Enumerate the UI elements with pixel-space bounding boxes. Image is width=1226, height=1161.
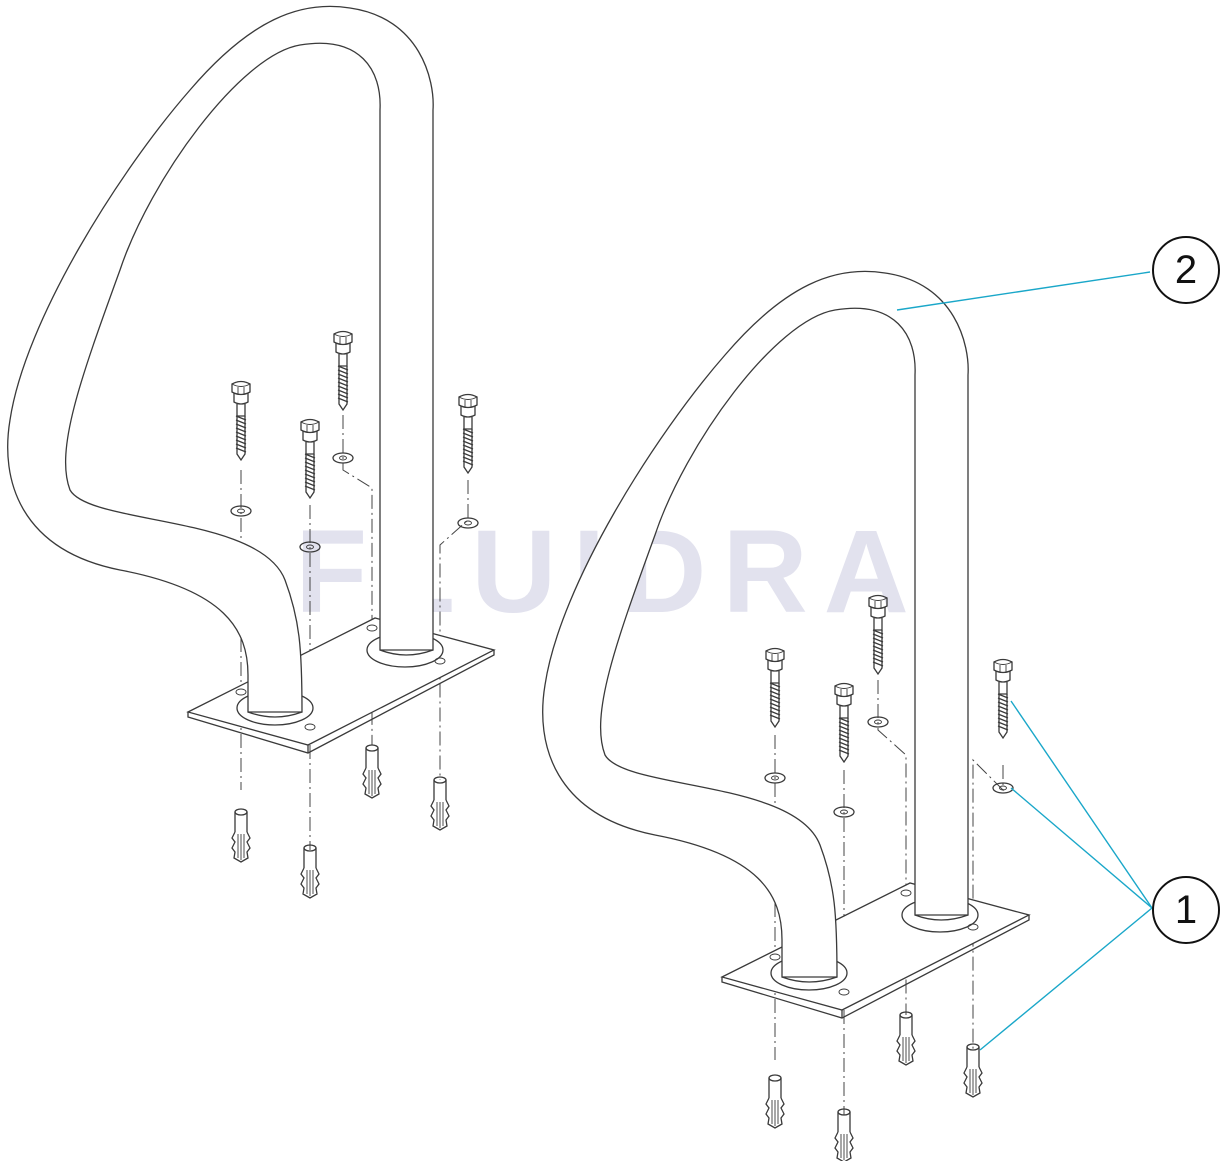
plug-right-4 (963, 1043, 983, 1098)
callout-1-label: 1 (1175, 888, 1197, 932)
plug-right-3 (896, 1011, 916, 1066)
base-plate-left (186, 617, 496, 754)
screw-right-4 (993, 658, 1013, 739)
screw-right-1 (765, 647, 785, 728)
callout-2-leader (896, 271, 1151, 311)
callout-1[interactable]: 1 (979, 700, 1220, 1051)
callout-1-leader-screw (1010, 700, 1153, 909)
screw-left-3 (333, 330, 353, 411)
screw-left-1 (231, 380, 251, 461)
callout-2-label: 2 (1175, 248, 1197, 292)
handrail-tube-left (7, 5, 444, 726)
callout-1-balloon (1152, 876, 1220, 944)
plug-left-1 (231, 808, 251, 863)
base-plate-right (720, 882, 1031, 1019)
callout-1-leader-washer (1010, 787, 1153, 909)
plug-right-1 (765, 1074, 785, 1129)
screw-left-4 (458, 393, 478, 474)
callout-2[interactable]: 2 (896, 236, 1220, 311)
handrail-assembly-left (7, 5, 496, 899)
handrail-assembly-right (542, 270, 1031, 1161)
plug-right-2 (834, 1108, 854, 1161)
screw-right-2 (834, 682, 854, 763)
plug-left-2 (300, 844, 320, 899)
callout-1-leader-plug (979, 907, 1153, 1051)
callout-2-balloon (1152, 236, 1220, 304)
plug-left-3 (362, 744, 382, 799)
screw-left-2 (300, 418, 320, 499)
plug-left-4 (430, 776, 450, 831)
handrail-tube-right (542, 270, 979, 991)
